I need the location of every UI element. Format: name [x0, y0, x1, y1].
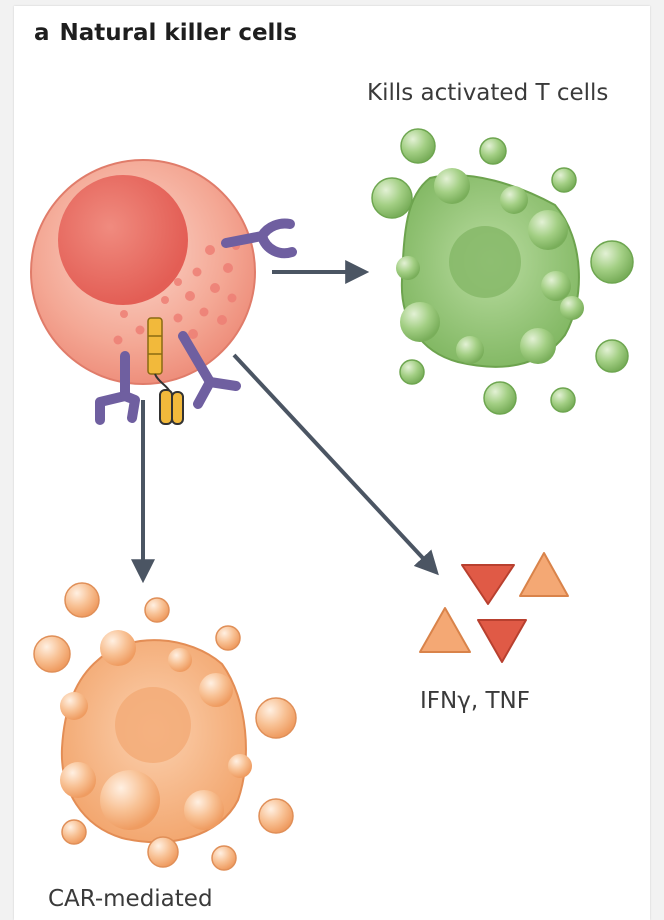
target-cell-nucleus — [115, 687, 191, 763]
panel-title: a Natural killer cells — [34, 20, 297, 46]
arrow-to-cytokines — [232, 353, 439, 576]
cytokine-2 — [519, 552, 569, 597]
t-cell-nucleus — [449, 226, 521, 298]
label-cytokines: IFNγ, TNF — [420, 688, 530, 714]
nk-cell-nucleus — [58, 175, 188, 305]
cytokine-1 — [461, 564, 515, 605]
cytokine-4 — [477, 619, 527, 663]
car-target-cell — [33, 582, 297, 871]
label-kills-activated-t-cells: Kills activated T cells — [367, 80, 609, 106]
apoptotic-bodies — [371, 128, 634, 415]
target-apoptotic-bodies — [33, 582, 297, 871]
receptor-lower-right — [178, 331, 241, 409]
t-cell-blebs — [396, 168, 584, 364]
arrows — [131, 260, 439, 584]
car-receptor — [147, 317, 184, 425]
activated-t-cell — [371, 128, 634, 415]
cytokine-3 — [419, 607, 471, 653]
target-cell-blebs — [60, 630, 252, 830]
cytotoxic-granules — [113, 242, 240, 345]
receptor-right — [221, 218, 297, 259]
receptor-lower-left — [95, 351, 140, 425]
nk-cell — [30, 159, 256, 385]
panel-letter: a — [34, 20, 50, 46]
cytokines — [419, 552, 569, 663]
nk-receptors — [95, 218, 297, 425]
label-car-mediated: CAR-mediated — [48, 886, 213, 912]
panel-title-text: Natural killer cells — [59, 20, 298, 46]
